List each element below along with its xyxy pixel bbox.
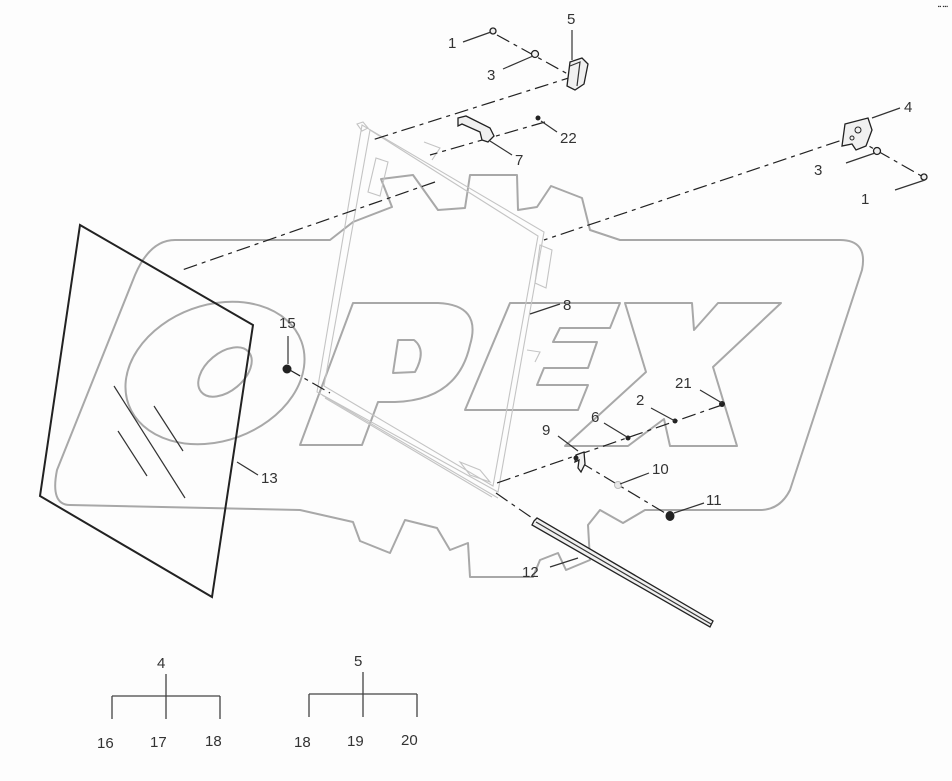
callout-5: 5 [567, 11, 575, 28]
watermark-letter-o-outer [124, 300, 306, 446]
glass-panel-part-13[interactable] [38, 223, 255, 599]
latch-part-4[interactable] [841, 117, 873, 151]
callout-6: 6 [591, 409, 599, 426]
corner-mark: ▪▪ ▪▪▪ [937, 4, 948, 10]
tree-5-child-2: 19 [347, 733, 364, 750]
callout-12: 12 [522, 564, 539, 581]
callout-2: 2 [636, 392, 644, 409]
washer-part-10[interactable] [614, 481, 622, 489]
watermark-letter-e [464, 302, 621, 411]
callout-21: 21 [675, 375, 692, 392]
callout-4: 4 [904, 99, 912, 116]
callout-11: 11 [706, 492, 722, 509]
bolt-part-1-top[interactable] [489, 27, 497, 35]
callout-labels: 1 3 5 22 7 4 3 1 8 15 21 2 6 9 10 11 13 … [261, 11, 912, 581]
handle-part-7[interactable] [457, 115, 495, 143]
tree-4-child-3: 18 [205, 733, 222, 750]
callout-3-right: 3 [814, 162, 822, 179]
washer-part-3-top[interactable] [530, 49, 540, 59]
watermark-letter-p [299, 302, 474, 446]
screw-part-22[interactable] [535, 115, 541, 121]
watermark-letter-x [564, 302, 782, 447]
nut-part-11[interactable] [665, 511, 675, 521]
callout-15: 15 [279, 315, 296, 332]
bracket-part-9[interactable] [573, 451, 586, 474]
callout-3-top: 3 [487, 67, 495, 84]
bolt-part-1-right[interactable] [920, 173, 928, 181]
tree-4-parent: 4 [157, 655, 165, 672]
callout-8: 8 [563, 297, 571, 314]
tree-5-child-1: 18 [294, 734, 311, 751]
watermark-letter-p-hole [392, 339, 422, 374]
tree-5-parent: 5 [354, 653, 362, 670]
callout-9: 9 [542, 422, 550, 439]
watermark-gear-outline [54, 174, 864, 578]
rod-part-12[interactable] [531, 517, 714, 628]
tree-4-child-1: 16 [97, 735, 114, 752]
tree-4-child-2: 17 [150, 734, 167, 751]
callout-7: 7 [515, 152, 523, 169]
leader-lines [236, 30, 926, 568]
callout-10: 10 [652, 461, 669, 478]
assembly-lines [181, 34, 926, 521]
callout-1-right: 1 [861, 191, 869, 208]
door-frame-part-8[interactable] [316, 121, 553, 499]
tree-5-child-3: 20 [401, 732, 418, 749]
callout-1-top: 1 [448, 35, 456, 52]
subassembly-tree-4: 4 16 17 18 [97, 655, 222, 752]
latch-part-5[interactable] [566, 57, 589, 91]
opex-watermark [54, 174, 864, 578]
washer-part-3-right[interactable] [872, 146, 882, 156]
nut-part-15[interactable] [282, 364, 292, 374]
callout-13: 13 [261, 470, 278, 487]
subassembly-tree-5: 5 18 19 20 [294, 653, 418, 751]
callout-22: 22 [560, 130, 577, 147]
